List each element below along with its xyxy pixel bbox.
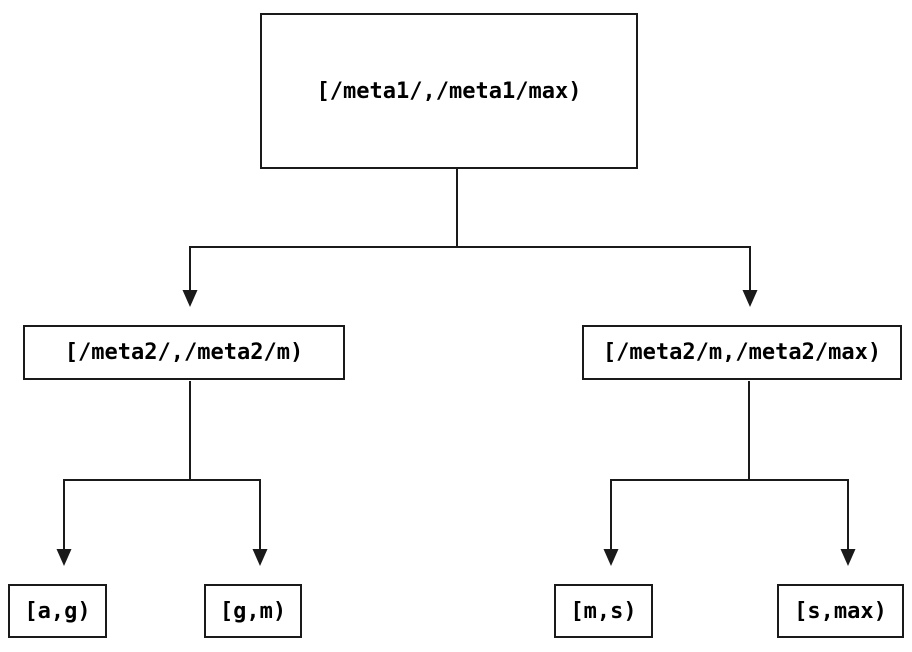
node-label: [a,g) — [24, 598, 91, 624]
node-label: [g,m) — [219, 598, 287, 624]
edge-right-fan — [610, 381, 849, 549]
arrow-down-icon — [252, 549, 268, 566]
edge-left-fan — [63, 381, 261, 549]
node-left-mid-interval: [/meta2/,/meta2/m) — [23, 325, 345, 380]
node-right-mid-interval: [/meta2/m,/meta2/max) — [582, 325, 902, 380]
node-label: [/meta1/,/meta1/max) — [316, 78, 582, 104]
arrow-down-icon — [603, 549, 619, 566]
edge-root-fan — [189, 169, 751, 291]
node-label: [s,max) — [794, 598, 887, 624]
node-leaf-smax: [s,max) — [777, 584, 904, 638]
node-leaf-ag: [a,g) — [8, 584, 107, 638]
arrow-down-icon — [56, 549, 72, 566]
arrow-down-icon — [182, 290, 198, 307]
node-label: [/meta2/,/meta2/m) — [64, 340, 304, 365]
node-label: [m,s) — [570, 598, 637, 624]
node-label: [/meta2/m,/meta2/max) — [602, 340, 882, 365]
node-leaf-gm: [g,m) — [204, 584, 302, 638]
node-leaf-ms: [m,s) — [554, 584, 653, 638]
node-root-interval: [/meta1/,/meta1/max) — [260, 13, 638, 169]
arrow-down-icon — [840, 549, 856, 566]
arrow-down-icon — [742, 290, 758, 307]
